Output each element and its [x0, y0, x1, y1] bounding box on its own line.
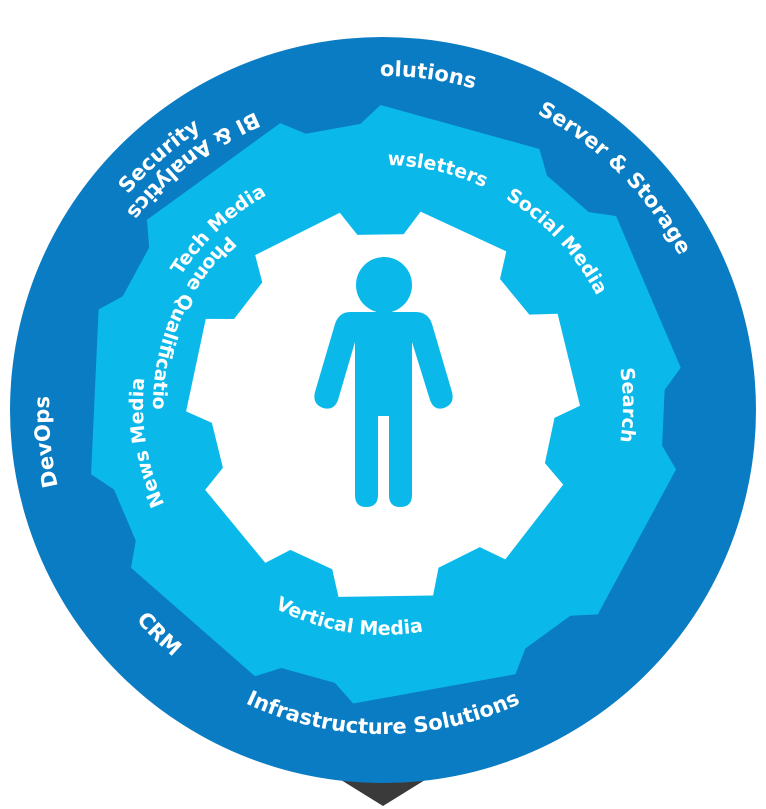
person-icon — [314, 257, 453, 507]
label-search: Search — [615, 366, 640, 444]
